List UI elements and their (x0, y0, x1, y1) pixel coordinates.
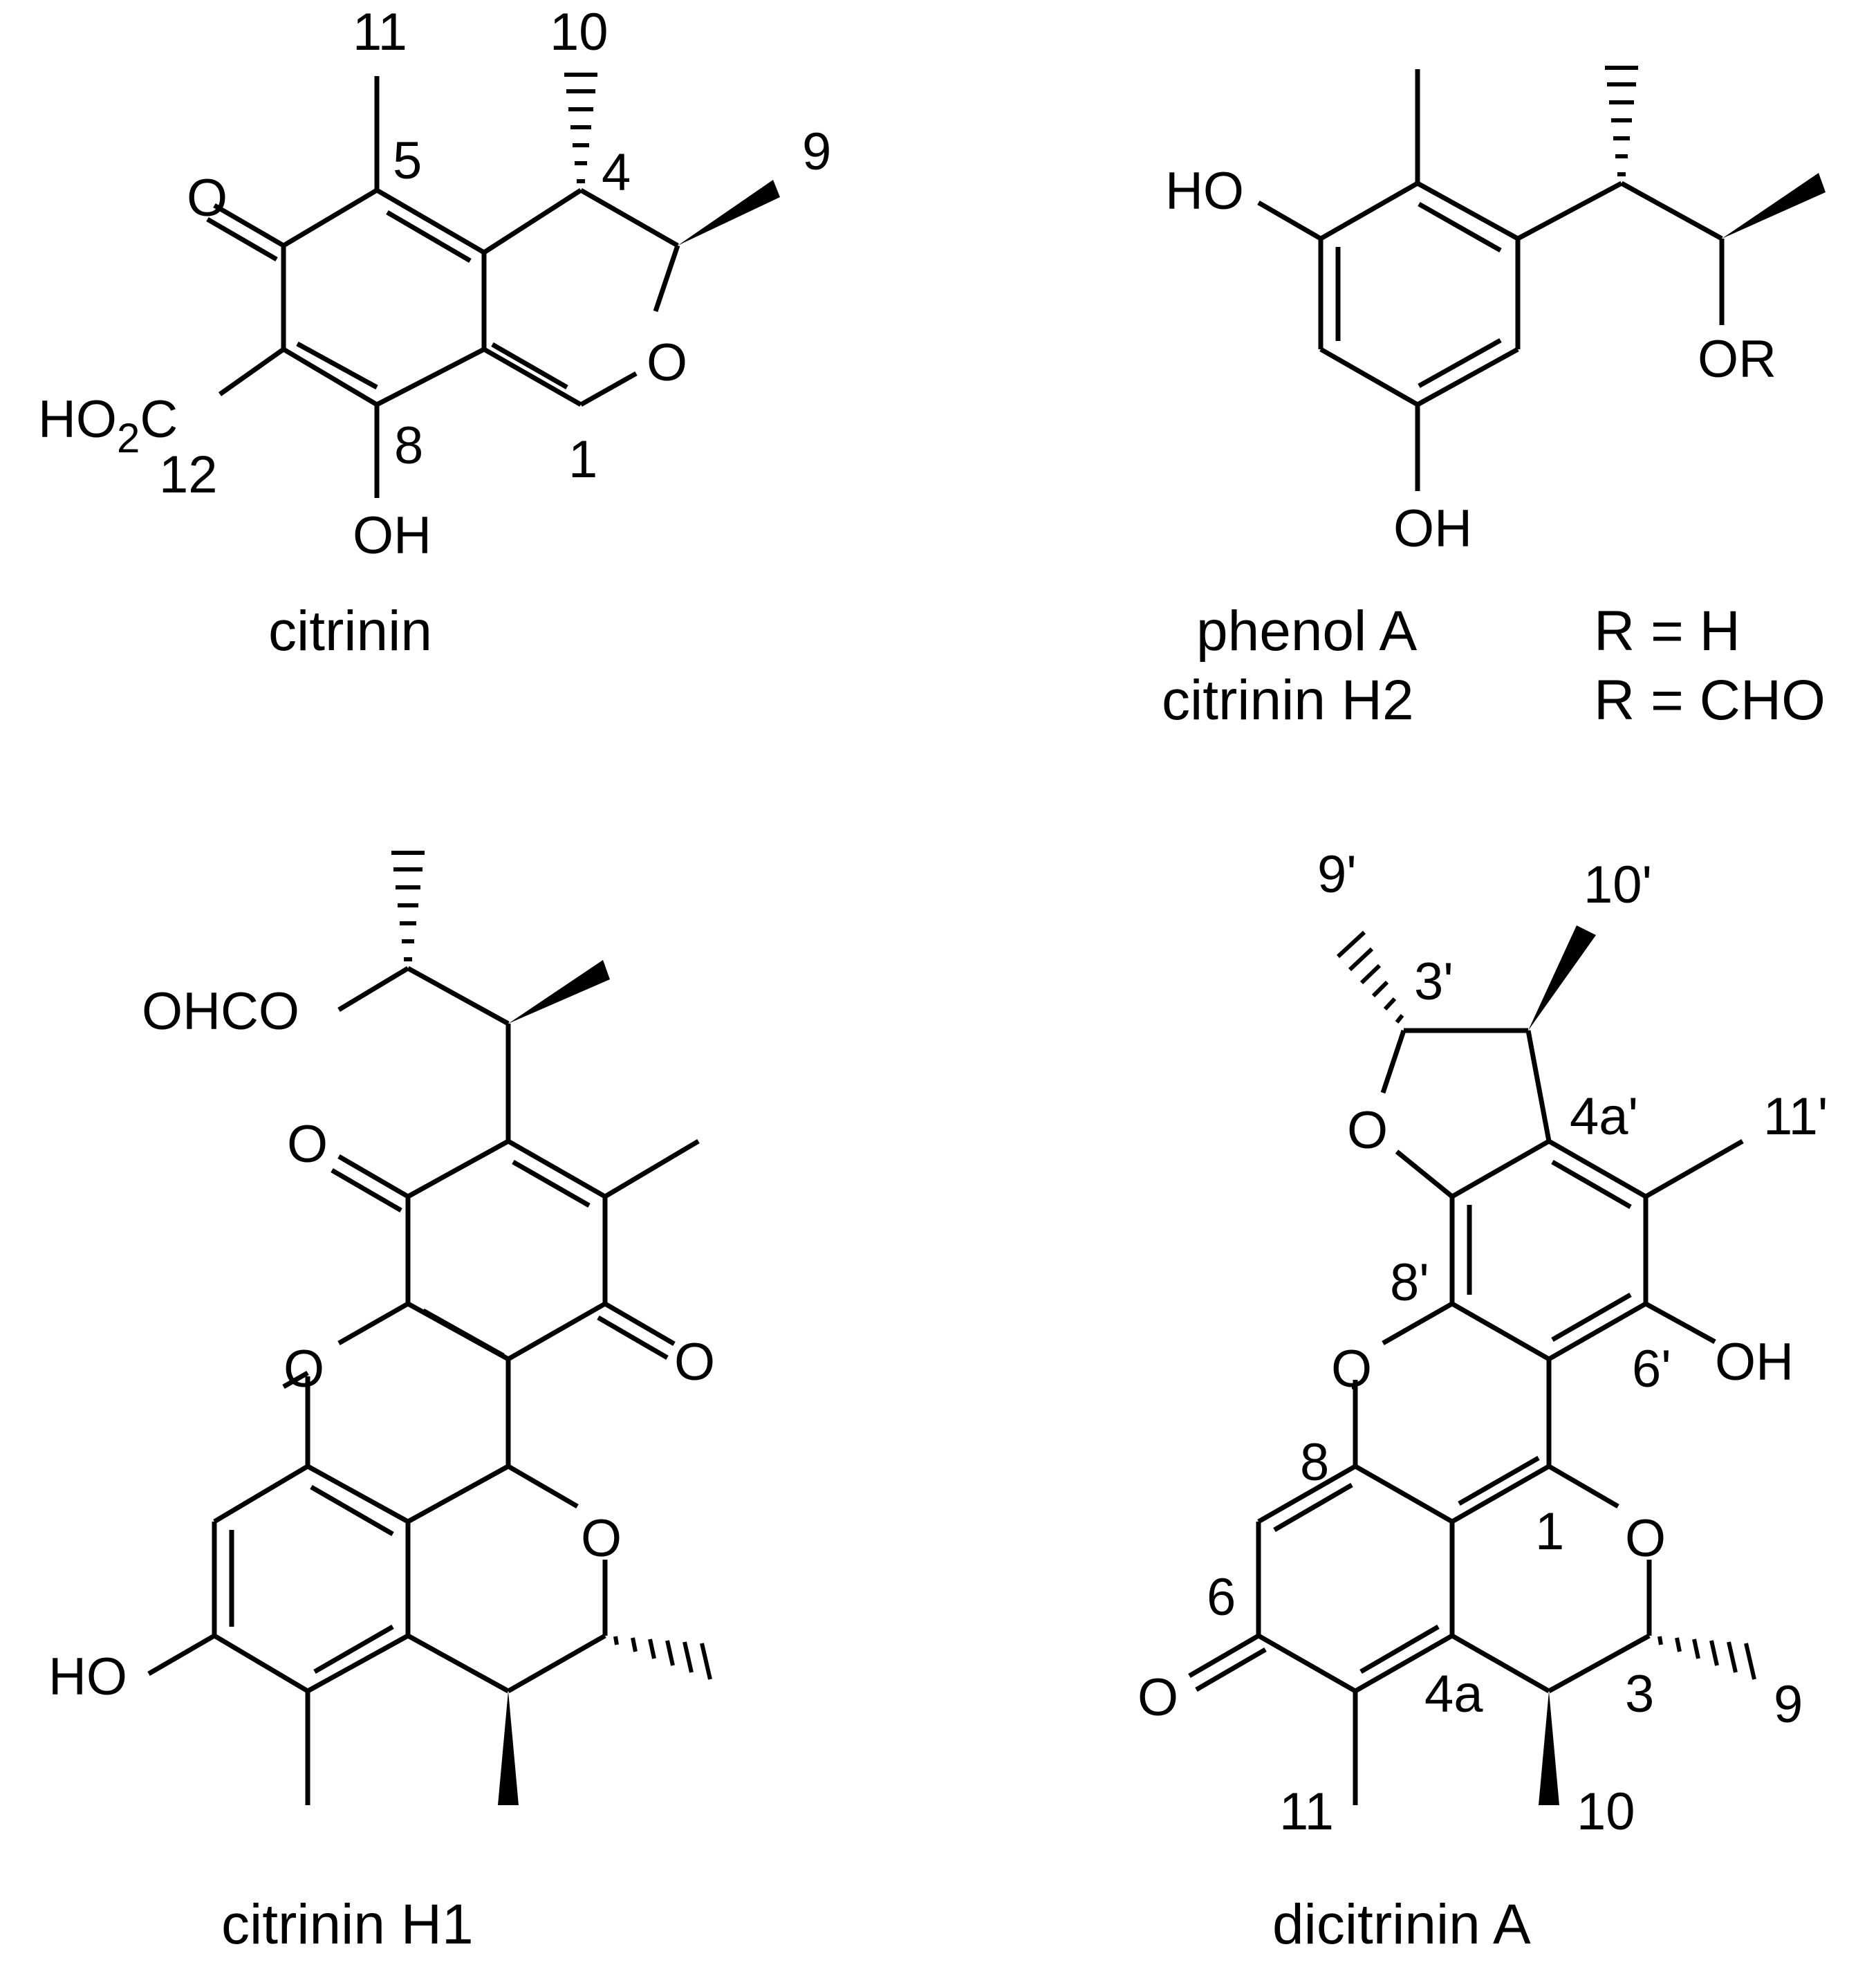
di-c4ap-number: 4a' (1570, 1087, 1638, 1146)
di-c6p-number: 6' (1632, 1340, 1671, 1398)
citrinin-c11-number: 11 (353, 3, 407, 62)
di-c8-number: 8 (1300, 1433, 1329, 1492)
dicitrinin-a-name: dicitrinin A (1272, 1893, 1531, 1956)
h1-ether-oxygen: O (284, 1340, 324, 1398)
di-c4a-number: 4a (1424, 1665, 1483, 1724)
di-c9p-number: 9' (1317, 845, 1357, 904)
h1-keto-oxygen-top: O (287, 1115, 328, 1174)
citrinin-c5-number: 5 (393, 131, 422, 190)
citrinin-c12-number: 12 (159, 445, 218, 504)
citrinin-h2-name: citrinin H2 (1162, 669, 1414, 732)
di-c9-number: 9 (1774, 1675, 1803, 1734)
di-c1-number: 1 (1535, 1502, 1564, 1561)
h1-pyran-oxygen: O (581, 1509, 622, 1568)
phenol-a-name: phenol A (1196, 600, 1417, 663)
di-oh-label: OH (1715, 1333, 1794, 1392)
citrinin-h2-r-definition: R = CHO (1594, 669, 1826, 732)
phenol-hash-bond (1605, 66, 1638, 176)
h1-keto-oxygen-right: O (674, 1333, 715, 1392)
citrinin-cooh-label: HO2C (38, 390, 178, 461)
citrinin-oh-label: OH (353, 506, 431, 565)
citrinin-c10-number: 10 (550, 3, 609, 62)
phenol-oh-label: OH (1393, 499, 1472, 558)
di-c3p-number: 3' (1414, 952, 1454, 1011)
di-keto-oxygen: O (1137, 1668, 1178, 1727)
di-c6-number: 6 (1207, 1568, 1236, 1627)
citrinin-h1-structure: OHCO O O O O HO (48, 851, 715, 1805)
phenol-a-r-definition: R = H (1594, 600, 1740, 663)
di-hash-bond-9 (1657, 1636, 1756, 1680)
citrinin-keto-oxygen: O (187, 169, 227, 228)
di-c3-number: 3 (1625, 1665, 1654, 1724)
h1-ohco-label: OHCO (142, 982, 299, 1041)
citrinin-c9-number: 9 (802, 122, 831, 181)
citrinin-c4-number: 4 (602, 143, 631, 202)
phenol-or-label: OR (1698, 330, 1776, 389)
di-c10p-number: 10' (1584, 856, 1652, 914)
citrinin-structure: O HO2C 12 OH O 11 10 9 5 4 8 1 (38, 3, 831, 565)
di-c11p-number: 11' (1763, 1087, 1828, 1146)
di-ring-oxygen: O (1625, 1509, 1666, 1568)
citrinin-c1-number: 1 (568, 430, 597, 489)
di-c8p-number: 8' (1390, 1253, 1429, 1312)
h1-hash-bond-bottom (613, 1636, 712, 1680)
citrinin-name: citrinin (268, 600, 432, 663)
citrinin-c8-number: 8 (394, 416, 423, 475)
di-furan-oxygen: O (1347, 1101, 1388, 1160)
dicitrinin-a-structure: O O O O OH 9' 10' 3' 4a' 11' 8' 6' 8 1 6… (1137, 845, 1828, 1841)
di-c11-number: 11 (1279, 1782, 1334, 1841)
h1-hash-bond-top (391, 851, 425, 961)
phenol-a-structure: HO OH OR (1165, 66, 1826, 558)
citrinin-h1-name: citrinin H1 (221, 1893, 474, 1956)
phenol-ho-label: HO (1165, 162, 1244, 221)
di-c10-number: 10 (1577, 1782, 1635, 1841)
citrinin-ring-oxygen: O (647, 333, 687, 392)
di-hash-bond-9p (1336, 930, 1404, 1024)
hash-bond-10 (564, 73, 597, 183)
h1-ho-label: HO (48, 1647, 127, 1706)
di-pyran-oxygen: O (1331, 1340, 1372, 1398)
